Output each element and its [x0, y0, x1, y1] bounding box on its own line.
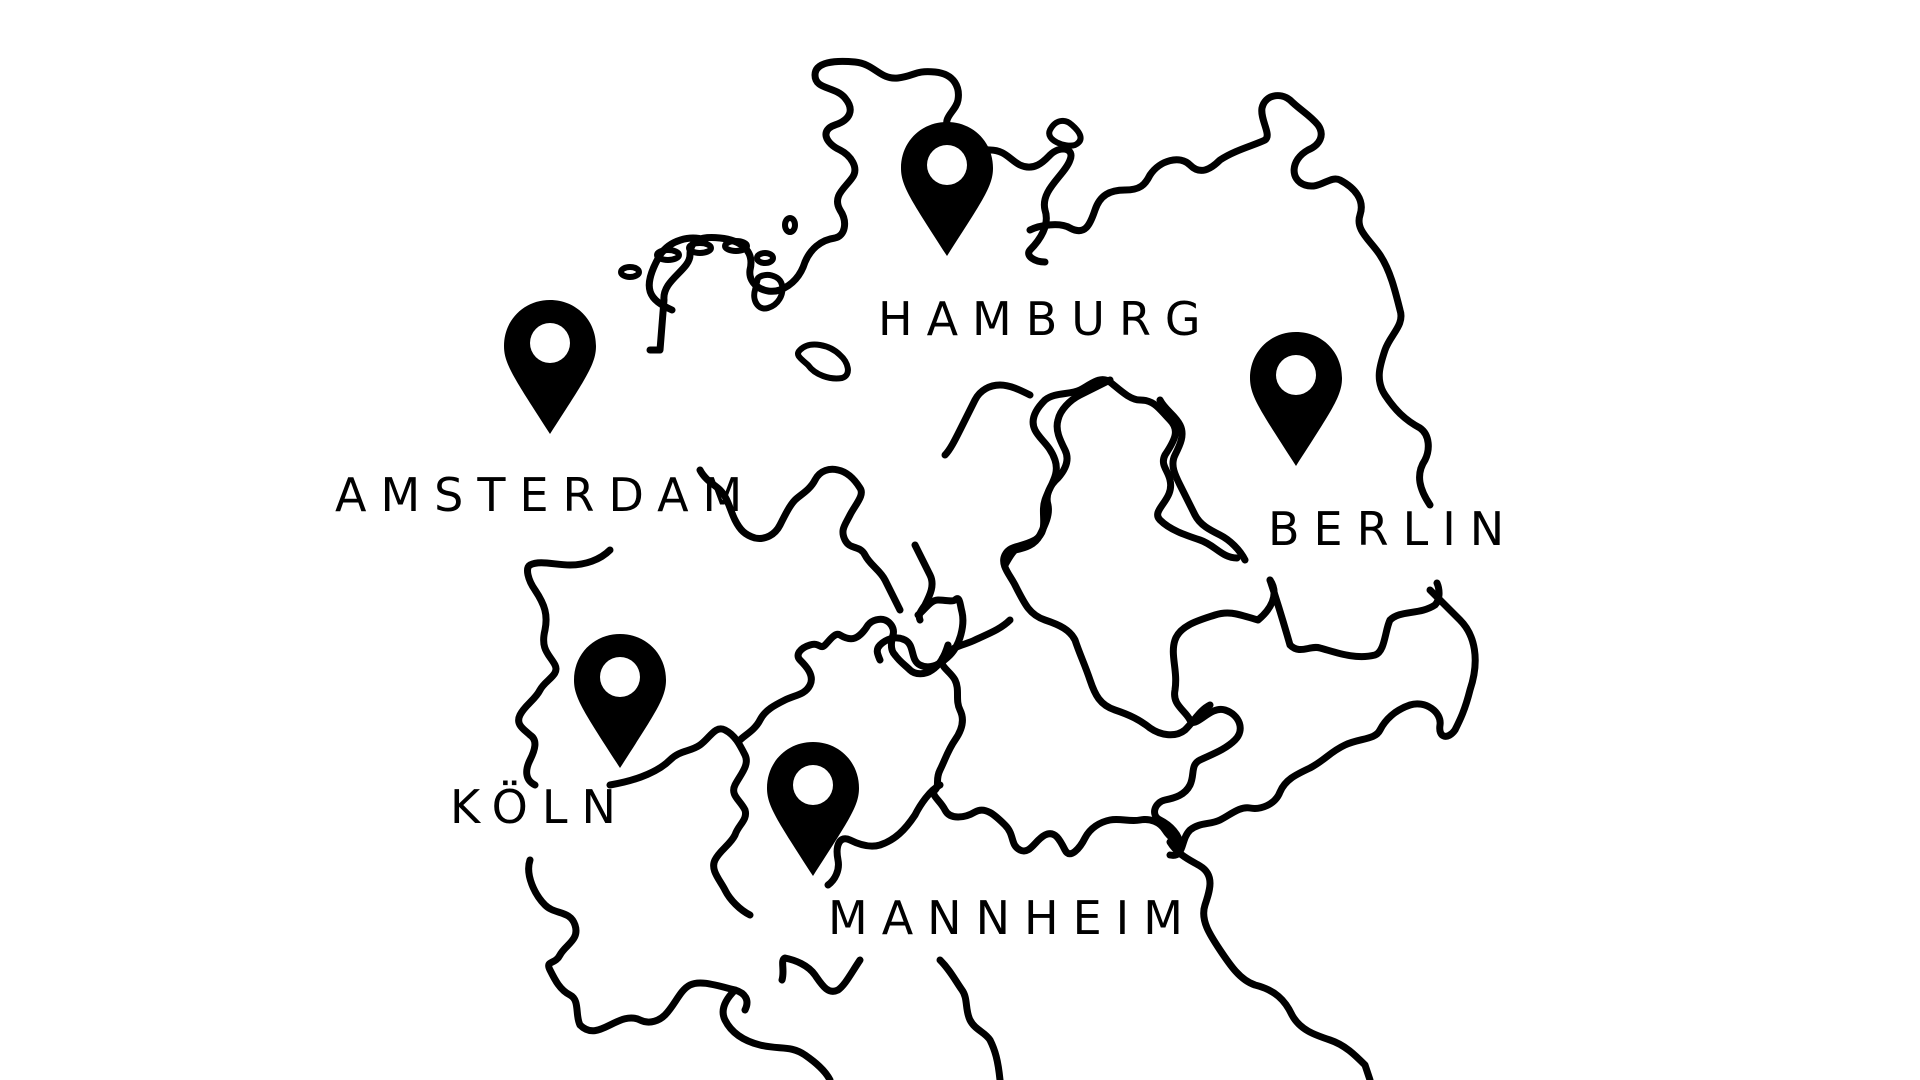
map-pin-icon	[901, 122, 993, 256]
island-4	[722, 238, 750, 254]
amsterdam-label: AMSTERDAM	[335, 468, 757, 522]
island-5	[754, 250, 776, 266]
island-3	[686, 240, 714, 256]
saxony-north-border	[1151, 576, 1278, 849]
island-9	[751, 271, 786, 312]
island-2	[654, 247, 682, 263]
island-7	[1046, 117, 1084, 149]
berlin-label: BERLIN	[1268, 502, 1519, 556]
hamburg-label: HAMBURG	[878, 292, 1215, 346]
map-pin-icon	[574, 634, 666, 768]
map-pin-icon	[1250, 332, 1342, 466]
bw-border	[778, 781, 944, 995]
saxony-east-border	[1266, 576, 1443, 661]
baltic-coast-border	[1026, 92, 1434, 509]
saxony-anhalt-border	[1001, 376, 1114, 569]
lower-saxony-border	[696, 465, 904, 614]
hessen-east-border	[891, 541, 952, 678]
amsterdam-pin[interactable]	[500, 296, 600, 436]
saxony-border	[1000, 376, 1241, 739]
west-border-south	[525, 856, 751, 1035]
berlin-pin[interactable]	[1246, 328, 1346, 468]
mannheim-pin[interactable]	[763, 738, 863, 878]
koeln-label: KÖLN	[450, 780, 630, 834]
saxony-anhalt-east-border	[1156, 396, 1249, 564]
koeln-pin[interactable]	[570, 630, 670, 770]
rhineland-border	[606, 725, 754, 919]
map-pin-icon	[767, 742, 859, 876]
lower-saxony-east-border	[941, 381, 1034, 459]
hessen-border	[736, 615, 899, 744]
southeast-border	[1166, 838, 1374, 1080]
bw-south-border	[936, 956, 1004, 1080]
island-8	[795, 341, 851, 382]
hessen-bavaria-border	[930, 616, 1184, 858]
west-border-north	[515, 546, 614, 789]
east-border	[1166, 586, 1479, 859]
island-6	[782, 215, 798, 235]
southwest-border	[719, 986, 834, 1080]
hamburg-pin[interactable]	[897, 118, 997, 258]
map-pin-icon	[504, 300, 596, 434]
mannheim-label: MANNHEIM	[828, 891, 1197, 945]
island-1	[618, 264, 642, 280]
